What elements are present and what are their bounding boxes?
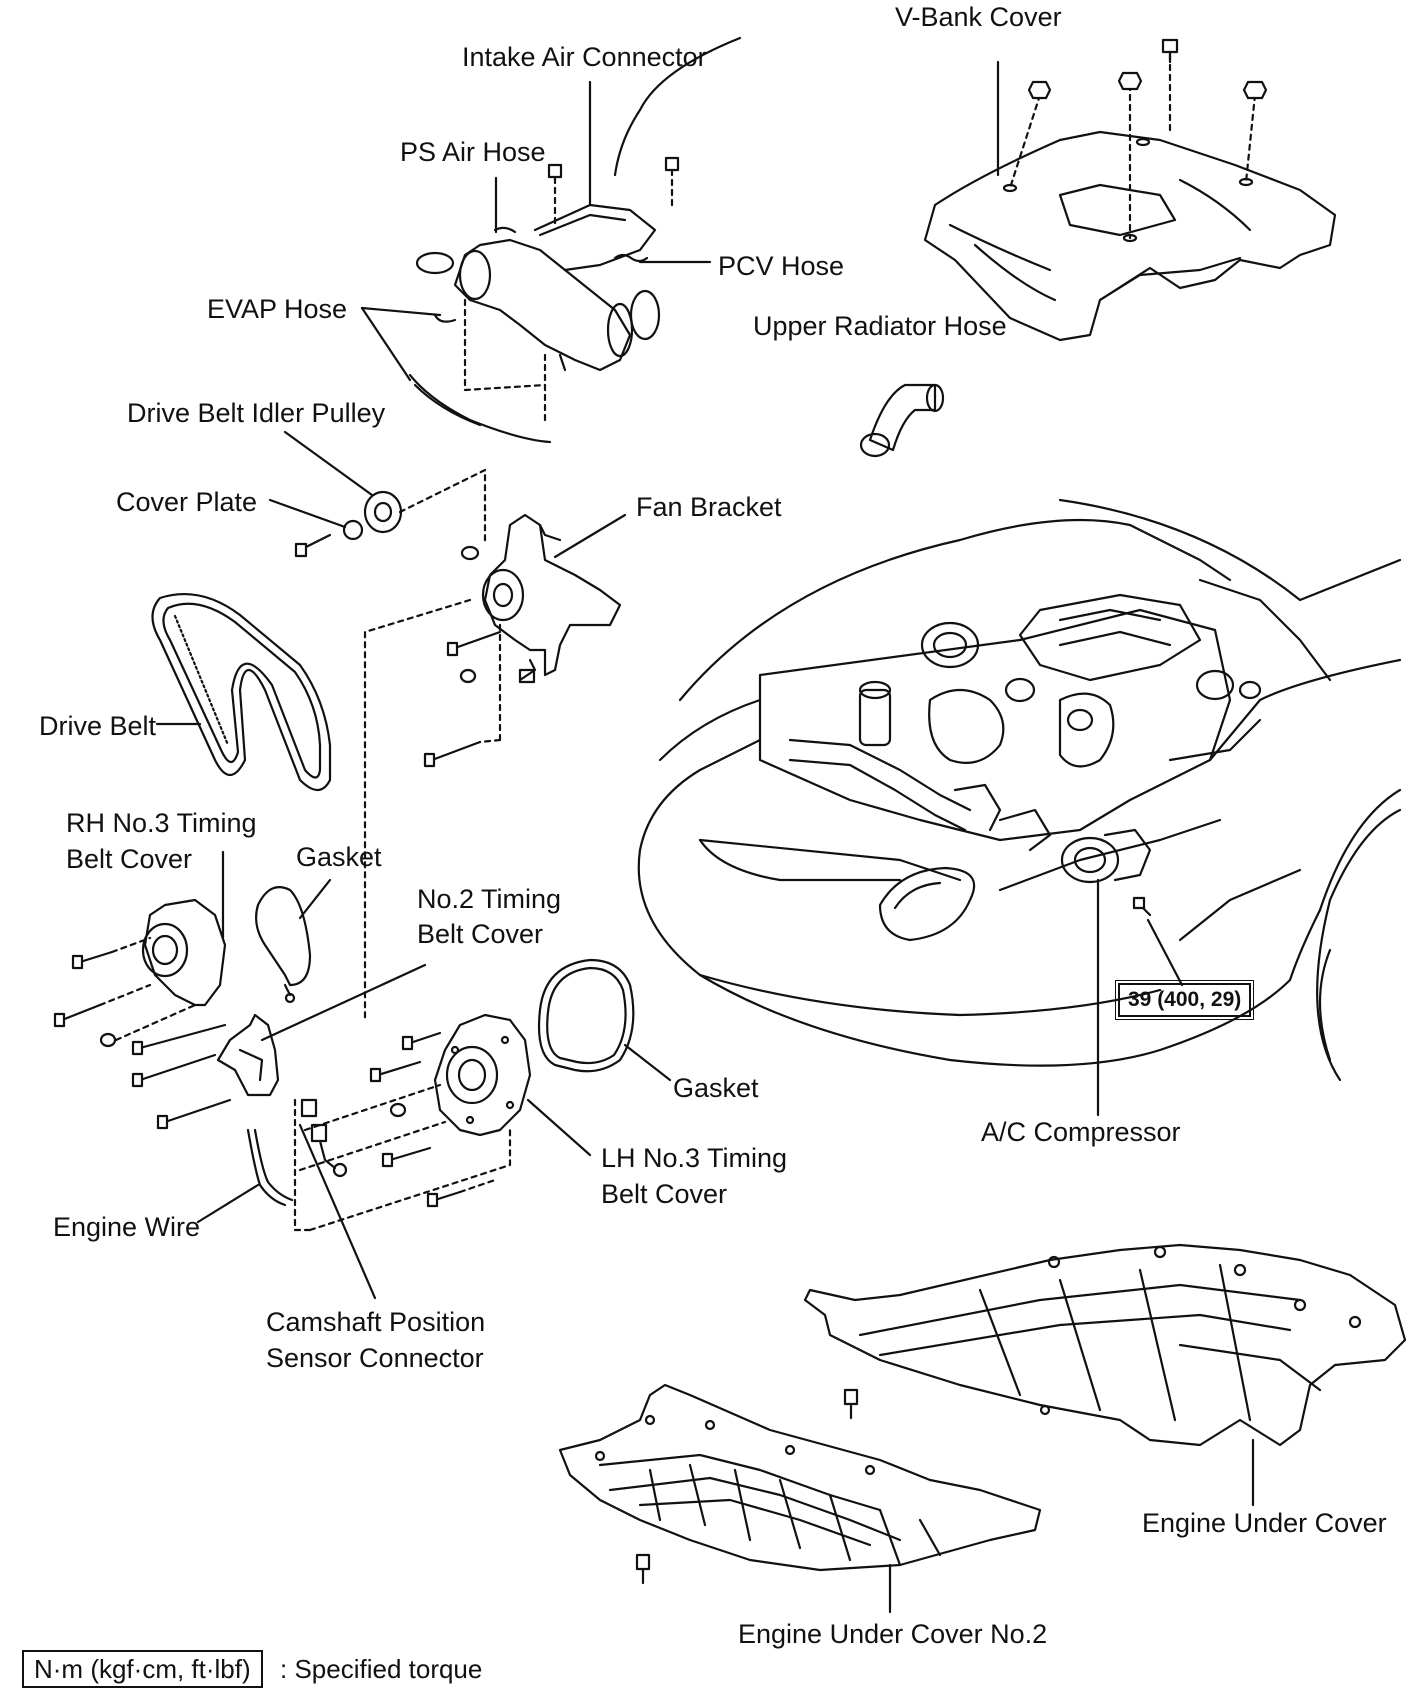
no2-bolts xyxy=(131,1023,232,1130)
v-bank-bolts xyxy=(1008,53,1257,240)
label-lh-no3-line1: LH No.3 Timing xyxy=(601,1143,788,1173)
label-v-bank-cover: V-Bank Cover xyxy=(895,2,1062,32)
idler-pulley-leader xyxy=(283,430,374,497)
engine-under-cover-part xyxy=(803,1243,1407,1447)
evap-hose-leader-2 xyxy=(360,306,412,382)
drive-belt-part xyxy=(151,592,332,792)
label-gasket-top: Gasket xyxy=(296,842,382,872)
idler-pulley-part xyxy=(294,490,403,558)
label-camshaft-line1: Camshaft Position xyxy=(266,1307,486,1337)
evap-hose-leader-1 xyxy=(360,306,442,317)
evap-hose-part-2 xyxy=(413,383,482,427)
rh-no3-bolts xyxy=(53,950,117,1048)
engine-under-cover-bolt xyxy=(843,1388,859,1420)
label-lh-no3-line2: Belt Cover xyxy=(601,1179,728,1209)
gasket-right-part xyxy=(537,958,635,1073)
engine-assembly xyxy=(758,523,1332,884)
label-fan-bracket: Fan Bracket xyxy=(636,492,782,522)
rh-no3-dashed xyxy=(98,936,197,1042)
label-drive-belt-idler-pulley: Drive Belt Idler Pulley xyxy=(127,398,386,428)
fan-bracket-bolts xyxy=(423,630,502,768)
label-gasket-right: Gasket xyxy=(673,1073,759,1103)
engine-wire-leader xyxy=(196,1183,260,1224)
camshaft-sensor-connector-part xyxy=(300,1098,348,1178)
fan-bracket-part xyxy=(460,513,622,684)
legend-description: : Specified torque xyxy=(280,1654,483,1684)
intake-air-connector-curve xyxy=(613,36,742,177)
label-cover-plate: Cover Plate xyxy=(116,487,258,517)
vehicle-body xyxy=(637,498,1402,1082)
intake-bolts xyxy=(463,168,674,422)
lh-no3-bolts xyxy=(369,1031,462,1208)
label-intake-air-connector: Intake Air Connector xyxy=(462,42,707,72)
no2-timing-belt-cover-part xyxy=(216,1013,280,1097)
engine-under-cover-no2-part xyxy=(558,1383,1042,1572)
label-pcv-hose: PCV Hose xyxy=(718,251,845,281)
label-upper-radiator-hose: Upper Radiator Hose xyxy=(753,311,1007,341)
no2-leader xyxy=(260,963,427,1042)
engine-wire-part-2 xyxy=(253,1128,294,1202)
pcv-hose-part xyxy=(613,253,649,263)
cover-plate-leader xyxy=(268,498,347,529)
label-ps-air-hose: PS Air Hose xyxy=(400,137,546,167)
rh-no3-timing-belt-cover-part xyxy=(141,898,227,1007)
label-evap-hose: EVAP Hose xyxy=(207,294,348,324)
legend-torque-units: N·m (kgf·cm, ft·lbf) xyxy=(22,1650,263,1688)
label-engine-under-cover-no2: Engine Under Cover No.2 xyxy=(738,1619,1048,1649)
label-drive-belt: Drive Belt xyxy=(39,711,157,741)
upper-radiator-hose-part xyxy=(859,383,945,458)
fan-bracket-leader xyxy=(553,513,627,559)
gasket-top-leader xyxy=(298,878,332,920)
torque-spec-box: 39 (400, 29) xyxy=(1114,980,1255,1020)
intake-bolt-heads xyxy=(547,156,680,179)
ac-compressor-bolt xyxy=(1132,896,1184,987)
idler-pulley-dashed xyxy=(398,468,487,547)
label-no2-line1: No.2 Timing xyxy=(417,884,562,914)
lh-no3-leader xyxy=(526,1098,592,1157)
gasket-top-part xyxy=(255,886,312,1004)
fan-bracket-dashed xyxy=(363,598,502,1022)
lh-no3-timing-belt-cover-part xyxy=(433,1013,532,1137)
engine-under-cover-no2-bolt xyxy=(635,1553,651,1585)
label-no2-line2: Belt Cover xyxy=(417,919,544,949)
gasket-right-leader xyxy=(623,1043,672,1082)
intake-air-connector-part xyxy=(415,203,661,372)
label-engine-wire: Engine Wire xyxy=(53,1212,201,1242)
label-engine-under-cover: Engine Under Cover xyxy=(1142,1508,1387,1538)
label-rh-no3-line2: Belt Cover xyxy=(66,844,193,874)
camshaft-leader xyxy=(298,1123,377,1300)
label-camshaft-line2: Sensor Connector xyxy=(266,1343,484,1373)
lh-no3-dashed xyxy=(293,1083,512,1232)
label-rh-no3-line1: RH No.3 Timing xyxy=(66,808,257,838)
v-bank-nuts xyxy=(1027,38,1268,100)
label-ac-compressor: A/C Compressor xyxy=(981,1117,1181,1147)
v-bank-cover-part xyxy=(923,130,1337,342)
engine-wire-part xyxy=(246,1128,287,1207)
